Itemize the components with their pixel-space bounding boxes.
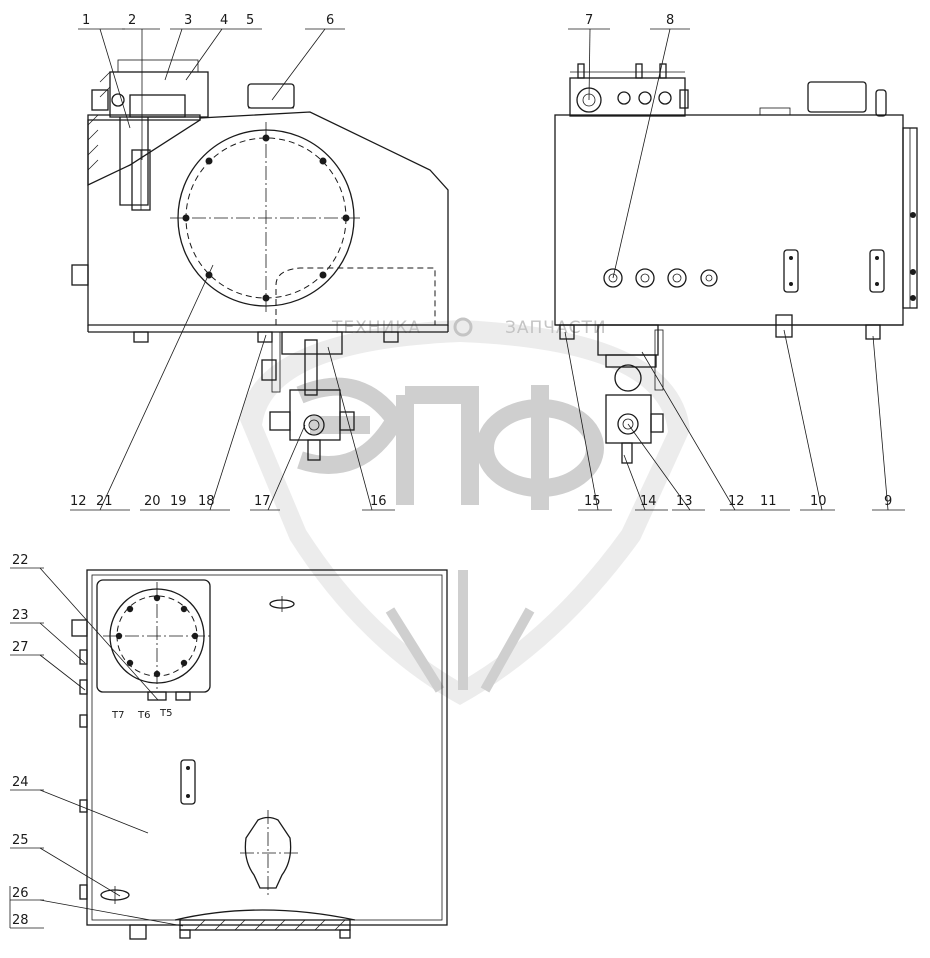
callout-27: 27 bbox=[12, 640, 29, 655]
callout-26: 26 bbox=[12, 886, 29, 901]
sub-label-t5: T5 bbox=[159, 708, 172, 719]
side-view-drain-valve bbox=[597, 324, 664, 464]
callout-10: 10 bbox=[810, 494, 827, 509]
callout-9: 9 bbox=[884, 494, 892, 509]
front-view bbox=[71, 59, 449, 461]
front-view-cover-bolts bbox=[182, 134, 350, 302]
callout-11: 11 bbox=[760, 494, 777, 509]
callout-28: 28 bbox=[12, 913, 29, 928]
callout-5: 5 bbox=[246, 13, 254, 28]
front-view-wall-hatch bbox=[87, 71, 111, 171]
watermark-left-word: ТЕХНИКА bbox=[331, 318, 421, 338]
callout-1: 1 bbox=[82, 13, 90, 28]
watermark-gear-icon bbox=[453, 317, 473, 337]
top-view-cover-bolts bbox=[115, 594, 199, 678]
top-view-bottom-strip bbox=[129, 909, 356, 940]
callout-13: 13 bbox=[676, 494, 693, 509]
watermark-right-word: ЗАПЧАСТИ bbox=[505, 318, 607, 338]
callout-22: 22 bbox=[12, 553, 29, 568]
front-view-drain-valve-block bbox=[261, 331, 355, 461]
callout-12-left: 12 bbox=[70, 494, 87, 509]
side-view-tank-body bbox=[554, 114, 904, 326]
watermark: ТЕХНИКА ЗАПЧАСТИ bbox=[240, 317, 690, 705]
callout-15: 15 bbox=[584, 494, 601, 509]
top-view bbox=[71, 569, 448, 940]
callout-17: 17 bbox=[254, 494, 271, 509]
callout-18: 18 bbox=[198, 494, 215, 509]
callout-6: 6 bbox=[326, 13, 334, 28]
callout-23: 23 bbox=[12, 608, 29, 623]
sub-label-t7: T7 bbox=[111, 710, 124, 721]
callout-20: 20 bbox=[144, 494, 161, 509]
leader-lines bbox=[9, 28, 905, 929]
callout-19: 19 bbox=[170, 494, 187, 509]
callout-25: 25 bbox=[12, 833, 29, 848]
cover-sub-labels: T7 T6 T5 bbox=[111, 708, 172, 721]
top-view-tank-outline bbox=[86, 569, 448, 926]
callout-16: 16 bbox=[370, 494, 387, 509]
breather-cap bbox=[247, 83, 295, 109]
side-view bbox=[554, 63, 918, 464]
side-view-top-manifold bbox=[569, 77, 686, 117]
callout-8: 8 bbox=[666, 13, 674, 28]
callout-numbers: 1 2 3 4 5 6 7 8 9 10 11 12 12 13 14 15 1… bbox=[12, 13, 892, 928]
callout-21: 21 bbox=[96, 494, 113, 509]
callout-7: 7 bbox=[585, 13, 593, 28]
callout-4: 4 bbox=[220, 13, 228, 28]
top-view-suction-strainer bbox=[244, 816, 292, 889]
front-view-filler-housing bbox=[87, 114, 201, 187]
sub-label-t6: T6 bbox=[137, 710, 150, 721]
callout-24: 24 bbox=[12, 775, 29, 790]
watermark-wheat bbox=[385, 570, 535, 693]
callout-14: 14 bbox=[640, 494, 657, 509]
side-view-ports bbox=[603, 268, 718, 288]
watermark-logo-letters bbox=[296, 377, 604, 510]
callout-12-right: 12 bbox=[728, 494, 745, 509]
callout-3: 3 bbox=[184, 13, 192, 28]
callout-2: 2 bbox=[128, 13, 136, 28]
